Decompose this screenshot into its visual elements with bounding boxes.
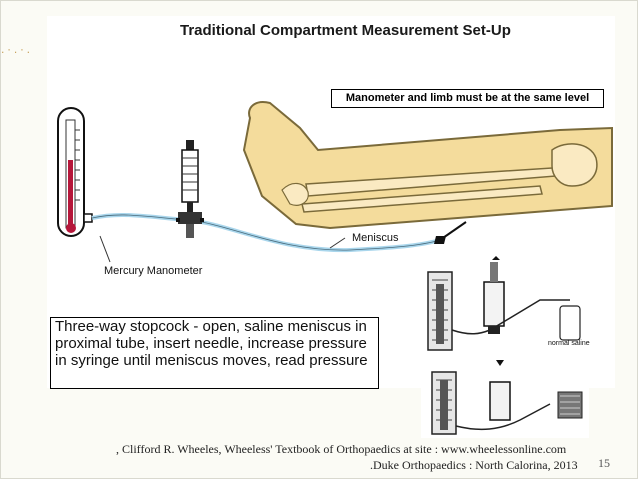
photo-inset-top: [421, 256, 589, 363]
level-note: Manometer and limb must be at the same l…: [331, 89, 604, 108]
caption-line: proximal tube, insert needle, increase p…: [55, 335, 367, 352]
needle-icon: [434, 221, 467, 244]
mercury-manometer-icon: [57, 107, 93, 237]
saline-bag-icon: [559, 305, 581, 341]
leg-icon: [242, 101, 613, 230]
meniscus-leader: [329, 237, 346, 249]
syringe-icon: [181, 140, 199, 212]
manometer-leader: [99, 235, 111, 263]
manometer-label: Mercury Manometer: [104, 265, 203, 277]
photo-inset-bottom: [421, 360, 589, 438]
meniscus-label: Meniscus: [352, 232, 399, 244]
caption-line: in syringe until meniscus moves, read pr…: [55, 352, 368, 369]
citation-line-2: .Duke Orthopaedics : North Calorina, 201…: [370, 458, 578, 472]
decorative-dots: .·.·.: [0, 46, 33, 56]
saline-label: normal saline: [548, 340, 590, 347]
page-number: 15: [598, 456, 610, 470]
caption-line: Three-way stopcock - open, saline menisc…: [55, 318, 367, 335]
slide-title: Traditional Compartment Measurement Set-…: [180, 22, 511, 39]
citation-line-1: , Clifford R. Wheeles, Wheeless' Textboo…: [116, 442, 567, 456]
caption-box: Three-way stopcock - open, saline menisc…: [50, 317, 379, 389]
stopcock-icon: [176, 212, 204, 238]
